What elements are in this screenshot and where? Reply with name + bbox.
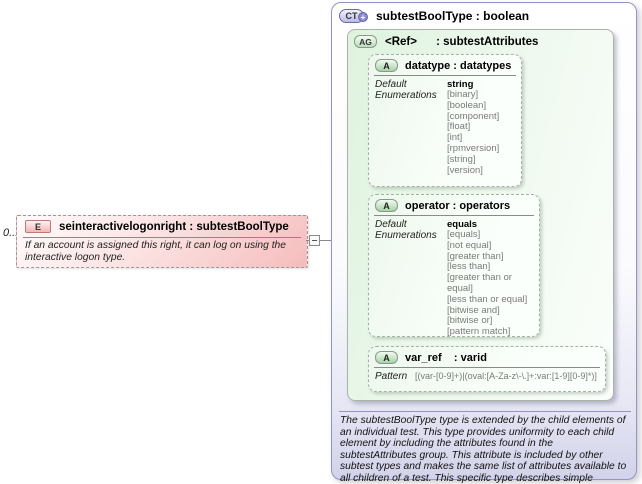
enum-value: [rpmversion] [447, 142, 500, 154]
complextype-panel: CT + subtestBoolType : boolean AG <Ref> … [331, 2, 637, 484]
facet-label-default: Default [375, 219, 407, 230]
complextype-title: subtestBoolType : boolean [376, 9, 530, 23]
enum-value: [binary] [447, 89, 479, 100]
attribute-badge-icon: A [375, 351, 398, 364]
attribute-badge-icon: A [375, 199, 398, 212]
enum-value: [version] [447, 164, 483, 176]
attribute-box-operator: A operator : operators Default equals En… [368, 194, 540, 337]
enum-value: [int] [447, 132, 463, 144]
attribute-header: A var_ref : varid [369, 347, 605, 366]
facet-label-enumerations: Enumerations [375, 90, 437, 101]
collapse-icon[interactable] [309, 235, 320, 246]
attribute-separator [374, 215, 534, 216]
enum-value: [float] [447, 121, 471, 133]
element-header: E seinteractivelogonright : subtestBoolT… [17, 216, 307, 235]
enum-value: [equals] [447, 229, 481, 240]
enum-value: [bitwise and] [447, 304, 500, 316]
element-box: E seinteractivelogonright : subtestBoolT… [16, 215, 308, 268]
attribute-badge-icon: A [375, 59, 398, 72]
facet-default-value: string [447, 79, 474, 90]
attribute-group-header: AG <Ref> : subtestAttributes [348, 30, 613, 48]
facet-default-value: equals [447, 219, 478, 230]
attribute-box-var-ref: A var_ref : varid Pattern [(var-[0-9]+)|… [368, 346, 606, 392]
facet-table: Default equals Enumerations [equals] [no… [369, 218, 539, 340]
facet-table: Default string Enumerations [binary] [bo… [369, 78, 521, 178]
facet-table: Pattern [(var-[0-9]+)|(oval:[A-Za-z\-\.]… [369, 370, 605, 384]
enum-value: [bitwise or] [447, 315, 493, 327]
attribute-box-datatype: A datatype : datatypes Default string En… [368, 54, 522, 187]
complextype-badge-icon: CT + [339, 9, 368, 23]
element-badge-icon: E [25, 220, 51, 233]
annotation-separator [339, 411, 631, 412]
attribute-separator [374, 367, 600, 368]
facet-label-pattern: Pattern [375, 371, 408, 382]
enum-value: [greater than] [447, 250, 504, 262]
enum-value: [pattern match] [447, 326, 511, 338]
attribute-group-badge-icon: AG [354, 35, 377, 48]
facet-label-enumerations: Enumerations [375, 230, 437, 241]
attribute-title: operator : operators [405, 199, 511, 212]
element-separator [23, 237, 301, 238]
enum-value: [not equal] [447, 239, 492, 251]
enumeration-list: [binary] [boolean] [component] [float] [… [447, 89, 500, 176]
attribute-separator [374, 75, 516, 76]
enum-value: [component] [447, 110, 500, 122]
attribute-title: datatype : datatypes [405, 59, 512, 72]
element-description: If an account is assigned this right, it… [25, 240, 287, 263]
attribute-title: var_ref : varid [405, 351, 487, 364]
enum-value: [less than or equal] [447, 293, 528, 305]
element-title: seinteractivelogonright : subtestBoolTyp… [59, 220, 289, 233]
complextype-badge-label: CT [345, 11, 358, 21]
attribute-header: A operator : operators [369, 195, 539, 214]
complextype-header: CT + subtestBoolType : boolean [339, 9, 529, 23]
attribute-group-box: AG <Ref> : subtestAttributes A datatype … [347, 29, 614, 401]
enum-value: [string] [447, 153, 476, 165]
enum-value: [less than] [447, 261, 491, 273]
facet-pattern-value: [(var-[0-9]+)|(oval:[A-Za-z\-\.]+:var:[1… [415, 371, 597, 381]
plus-icon: + [358, 12, 368, 22]
enum-value: [greater than or equal] [447, 272, 512, 294]
enum-value: [boolean] [447, 99, 487, 111]
attribute-header: A datatype : datatypes [369, 55, 521, 74]
attribute-group-title: <Ref> : subtestAttributes [385, 35, 539, 48]
enumeration-list: [equals] [not equal] [greater than] [les… [447, 229, 533, 338]
facet-label-default: Default [375, 79, 407, 90]
annotation-text: The subtestBoolType type is extended by … [340, 415, 627, 484]
